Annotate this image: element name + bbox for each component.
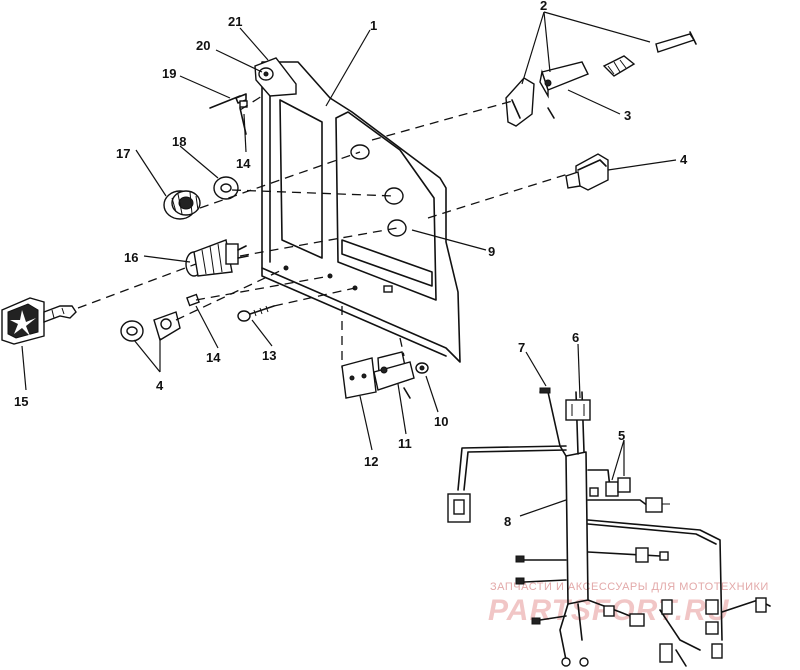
ignition-key bbox=[1, 297, 77, 345]
callout-19: 19 bbox=[162, 66, 176, 81]
callout-6: 6 bbox=[572, 330, 579, 345]
mounting-clip bbox=[254, 57, 297, 97]
small-bolt bbox=[186, 293, 200, 307]
panel-screw bbox=[237, 305, 275, 322]
watermark-tagline: ЗАПЧАСТИ И АКСЕССУАРЫ ДЛЯ МОТОТЕХНИКИ bbox=[490, 581, 769, 593]
callout-18: 18 bbox=[172, 134, 186, 149]
callout-numbers: 21 20 19 14 1 2 3 4 9 17 18 16 4 14 13 1… bbox=[14, 0, 688, 529]
callout-7: 7 bbox=[518, 340, 525, 355]
callout-14-upper: 14 bbox=[236, 156, 251, 171]
callout-12: 12 bbox=[364, 454, 378, 469]
assembly-lines bbox=[77, 95, 569, 368]
dash-panel bbox=[261, 61, 461, 363]
watermark: ЗАПЧАСТИ И АКСЕССУАРЫ ДЛЯ МОТОТЕХНИКИ PA… bbox=[488, 581, 769, 627]
wiring-harness bbox=[447, 387, 771, 667]
callout-9: 9 bbox=[488, 244, 495, 259]
callout-13: 13 bbox=[262, 348, 276, 363]
bracket-set bbox=[341, 351, 429, 399]
switch-nut-set bbox=[120, 311, 181, 342]
callout-1: 1 bbox=[370, 18, 377, 33]
toggle-switch-assembly bbox=[505, 31, 697, 127]
leader-lines bbox=[21, 11, 677, 517]
callout-11: 11 bbox=[398, 436, 412, 451]
rocker-switch bbox=[565, 153, 609, 191]
callout-3: 3 bbox=[624, 108, 631, 123]
washer bbox=[213, 176, 239, 200]
callout-10: 10 bbox=[434, 414, 448, 429]
callout-4-left: 4 bbox=[156, 378, 164, 393]
callout-20: 20 bbox=[196, 38, 210, 53]
ignition-switch bbox=[185, 239, 249, 277]
callout-2: 2 bbox=[540, 0, 547, 13]
small-screws bbox=[209, 93, 248, 135]
callout-21: 21 bbox=[228, 14, 242, 29]
callout-4-right: 4 bbox=[680, 152, 688, 167]
callout-15: 15 bbox=[14, 394, 28, 409]
lock-nut bbox=[163, 190, 201, 220]
callout-8: 8 bbox=[504, 514, 511, 529]
callout-16: 16 bbox=[124, 250, 138, 265]
callout-5: 5 bbox=[618, 428, 625, 443]
callout-14-lower: 14 bbox=[206, 350, 221, 365]
callout-17: 17 bbox=[116, 146, 130, 161]
